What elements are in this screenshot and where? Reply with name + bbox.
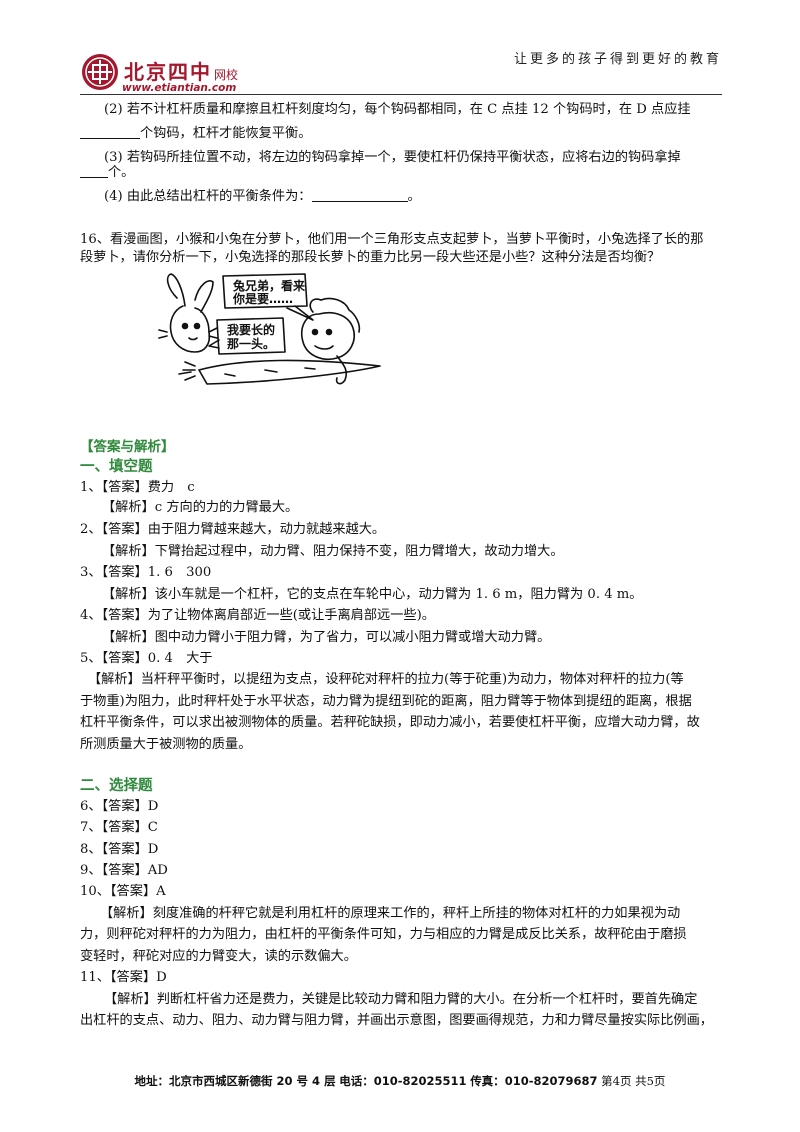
answer-9: 9、【答案】AD <box>80 863 168 878</box>
explanation-3: 【解析】该小车就是一个杠杆，它的支点在车轮中心，动力臂为 1. 6 m，阻力臂为… <box>102 587 643 602</box>
answer-3: 3、【答案】1. 6 300 <box>80 565 212 580</box>
q16-line2: 段萝卜，请你分析一下，小兔选择的那段长萝卜的重力比另一段大些还是小些？这种分法是… <box>80 250 661 265</box>
fax-label: 传真： <box>470 1074 505 1088</box>
section-fill-in-blank: 一、填空题 <box>80 459 153 475</box>
explanation-1: 【解析】c 方向的力的力臂最大。 <box>102 500 299 515</box>
explanation-10-line2: 力，则秤砣对秤杆的力为阻力，由杠杆的平衡条件可知，力与相应的力臂是成反比关系，故… <box>80 927 687 942</box>
explanation-5-line4: 所测质量大于被测物的质量。 <box>80 737 252 752</box>
q15-part4: (4) 由此总结出杠杆的平衡条件为： 。 <box>104 187 421 207</box>
section-multiple-choice: 二、选择题 <box>80 778 153 794</box>
answer-4: 4、【答案】为了让物体离肩部近一些(或让手离肩部远一些)。 <box>80 608 435 623</box>
answers-title: 【答案与解析】 <box>80 439 175 455</box>
phone: 010-82025511 <box>373 1074 467 1088</box>
page-number: 第4页 共5页 <box>601 1074 666 1088</box>
answer-10: 10、【答案】A <box>80 884 166 899</box>
explanation-10-line3: 变轻时，秤砣对应的力臂变大，读的示数偏大。 <box>80 949 357 964</box>
explanation-4: 【解析】图中动力臂小于阻力臂，为了省力，可以减小阻力臂或增大动力臂。 <box>102 630 551 645</box>
answer-11: 11、【答案】D <box>80 970 167 985</box>
header-divider <box>80 94 722 95</box>
logo-url: www.etiantian.com <box>122 82 237 94</box>
q15-part4-end: 。 <box>407 189 421 204</box>
q16-line1: 16、看漫画图，小猴和小兔在分萝卜，他们用一个三角形支点支起萝卜，当萝卜平衡时，… <box>80 232 704 247</box>
q15-part2-line2-text: 个钩码，杠杆才能恢复平衡。 <box>140 126 312 141</box>
q15-part4-text: (4) 由此总结出杠杆的平衡条件为： <box>104 189 312 204</box>
explanation-5-line1: 【解析】当杆秤平衡时，以提纽为支点，设秤砣对秤杆的拉力(等于砣重)为动力，物体对… <box>88 672 684 687</box>
phone-label: 电话： <box>339 1074 374 1088</box>
answer-blank <box>80 163 108 178</box>
explanation-5-line2: 于物重)为阻力，此时秤杆处于水平状态，动力臂为提纽到砣的距离，阻力臂等于物体到提… <box>80 694 692 709</box>
explanation-5-line3: 杠杆平衡条件，可以求出被测物体的质量。若秤砣缺损，即动力减小，若要使杠杆平衡，应… <box>80 715 700 730</box>
header-slogan: 让更多的孩子得到更好的教育 <box>513 52 722 67</box>
rabbit-bubble-line2: 那一头。 <box>227 336 275 351</box>
seal-icon <box>82 54 118 90</box>
address: 北京市西城区新德街 20 号 4 层 <box>169 1074 336 1088</box>
fax: 010-82079687 <box>504 1074 598 1088</box>
school-logo: 北京四中网校 www.etiantian.com <box>80 46 280 106</box>
answer-6: 6、【答案】D <box>80 799 159 814</box>
logo-suffix: 网校 <box>214 68 239 82</box>
answer-5: 5、【答案】0. 4 大于 <box>80 651 213 666</box>
answer-blank <box>80 124 140 139</box>
explanation-11-line2: 出杠杆的支点、动力、阻力、动力臂与阻力臂，并画出示意图，图要画得规范，力和力臂尽… <box>80 1013 713 1028</box>
answer-blank <box>311 187 408 202</box>
explanation-11-line1: 【解析】判断杠杆省力还是费力，关键是比较动力臂和阻力臂的大小。在分析一个杠杆时，… <box>104 992 698 1007</box>
answer-8: 8、【答案】D <box>80 842 159 857</box>
logo-name: 北京四中 <box>124 60 212 84</box>
explanation-2: 【解析】下臂抬起过程中，动力臂、阻力保持不变，阻力臂增大，故动力增大。 <box>102 544 564 559</box>
page-footer: 地址：北京市西城区新德街 20 号 4 层 电话：010-82025511 传真… <box>0 1073 800 1089</box>
q15-part2-line2: 个钩码，杠杆才能恢复平衡。 <box>80 124 311 144</box>
address-label: 地址： <box>134 1074 170 1088</box>
monkey-bubble-line2: 你是要…… <box>232 291 293 306</box>
q15-part2-line1: (2) 若不计杠杆质量和摩擦且杠杆刻度均匀，每个钩码都相同，在 C 点挂 12 … <box>104 102 691 117</box>
q15-part3-line2: 个。 <box>80 163 134 183</box>
q15-part3-line2-text: 个。 <box>108 165 135 180</box>
answer-2: 2、【答案】由于阻力臂越来越大，动力就越来越大。 <box>80 522 386 537</box>
q15-part3-line1: (3) 若钩码所挂位置不动，将左边的钩码拿掉一个，要使杠杆仍保持平衡状态，应将右… <box>104 150 681 165</box>
monkey-bubble-line1: 兔兄弟，看来 <box>232 278 306 293</box>
explanation-10-line1: 【解析】刻度准确的杆秤它就是利用杠杆的原理来工作的，秤杆上所挂的物体对杠杆的力如… <box>100 906 681 921</box>
rabbit-bubble-line1: 我要长的 <box>227 322 275 337</box>
answer-1: 1、【答案】费力 c <box>80 480 195 495</box>
answer-7: 7、【答案】C <box>80 820 158 835</box>
rabbit-monkey-cartoon: 兔兄弟，看来 你是要…… 我要长的 那一头。 <box>158 273 381 385</box>
